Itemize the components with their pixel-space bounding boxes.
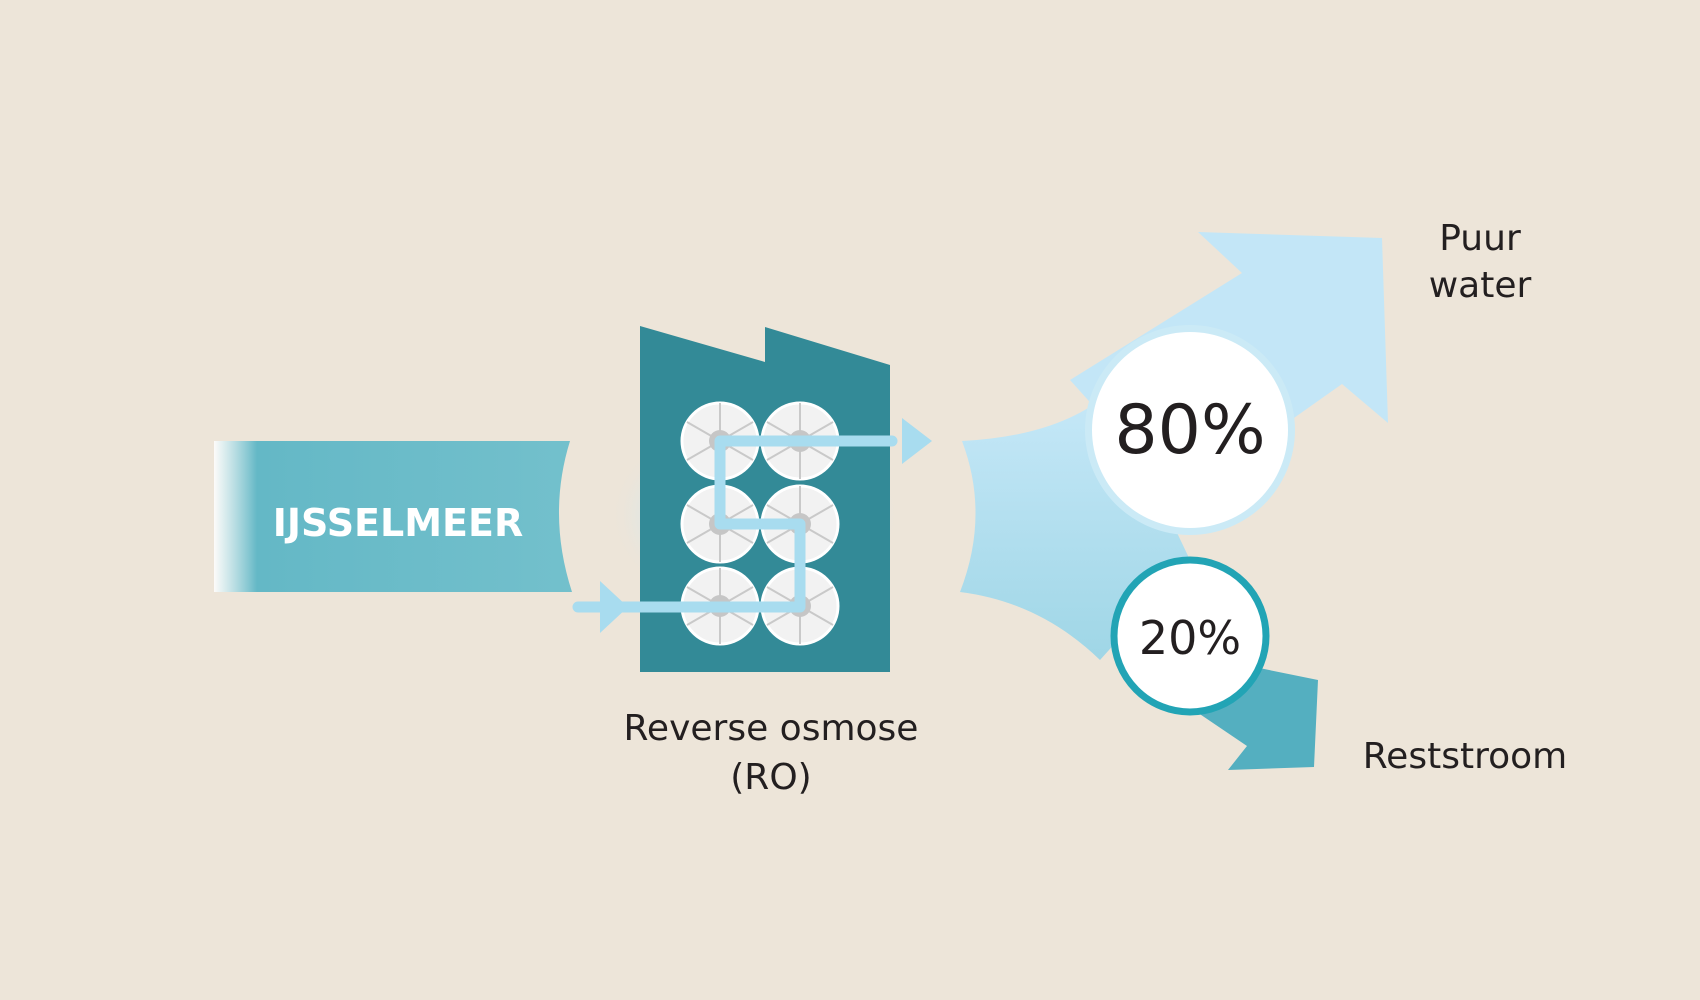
flow-pipe (572, 418, 932, 633)
plant-label-line1: Reverse osmose (624, 708, 919, 749)
inlet-arrowhead-icon (600, 581, 628, 633)
pure-water-label-line2: water (1429, 265, 1532, 306)
pure-water-percent: 80% (1114, 391, 1265, 470)
pure-water-percent-circle (1092, 332, 1288, 528)
pure-water-label-line1: Puur (1439, 218, 1521, 259)
source-label: IJSSELMEER (273, 501, 523, 545)
reststroom-label: Reststroom (1363, 736, 1567, 777)
plant-label-line2: (RO) (730, 757, 811, 798)
reststroom-percent: 20% (1139, 611, 1241, 665)
inflow-band (214, 441, 572, 592)
reststroom-percent-circle (1110, 556, 1270, 716)
outlet-arrowhead-icon (902, 418, 932, 464)
